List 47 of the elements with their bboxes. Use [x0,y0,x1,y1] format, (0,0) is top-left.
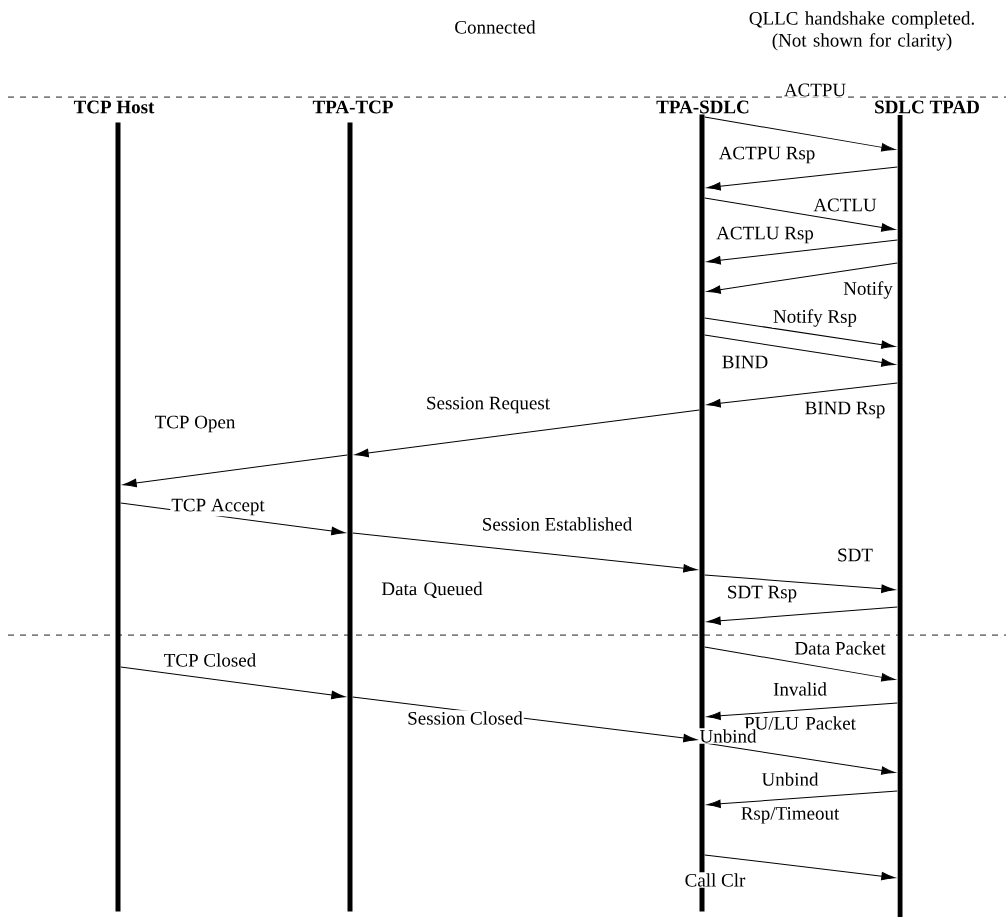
lifeline: TCP Host [73,100,155,912]
message-arrow [704,116,896,152]
message-arrow [706,166,898,191]
message-arrow [706,262,898,294]
message-arrow [706,790,898,809]
message-label: ACTLU Rsp [715,225,815,245]
message-label: TCP Closed [162,652,258,668]
message-label: Notify Rsp [772,308,858,328]
message-label: Session Established [480,516,634,532]
message-arrow [352,532,698,573]
note-text: Data Queued [381,581,483,599]
message-arrow [706,606,898,625]
message-label: Session Closed [406,710,524,726]
message-arrow [704,334,896,367]
message-label: Session Request [425,395,551,415]
message-label: Unbind Rsp/Timeout [741,772,840,824]
message-arrow [354,409,700,458]
message-arrow [122,454,348,488]
message-label: ACTPU Rsp [717,145,817,165]
message-label: Data Packet [793,640,887,656]
note-text: QLLC handshake completed. (Not shown for clarity) [749,11,974,51]
message-label: ACTPU [782,82,848,98]
message-label: Unbind [698,728,758,744]
message-label: Invalid PU/LU Packet [744,682,856,730]
message-arrow [706,239,898,265]
message-arrow [120,666,346,700]
message-arrow [704,317,896,349]
message-arrow [706,702,898,721]
message-label: Notify [842,280,894,300]
message-label: SDT [836,547,874,563]
message-arrow [704,197,896,232]
message-label: Call Clr [683,872,747,888]
message-arrow [704,854,896,881]
message-label: TCP Accept [170,497,266,517]
message-arrow [706,382,898,408]
message-label: TCP Open [153,414,237,434]
message-arrow [704,646,896,682]
message-label: ACTLU [812,197,878,213]
message-label: SDT Rsp [725,584,799,604]
node-label: TPA-TCP [312,100,393,114]
node-label: SDLC TPAD [875,100,979,114]
note-text: Connected [455,20,536,34]
message-label: BIND Rsp [803,400,887,420]
message-arrow [704,574,896,593]
message-label: BIND [720,354,770,370]
node-label: TPA-SDLC [656,100,749,114]
node-label: TCP Host [73,100,155,114]
